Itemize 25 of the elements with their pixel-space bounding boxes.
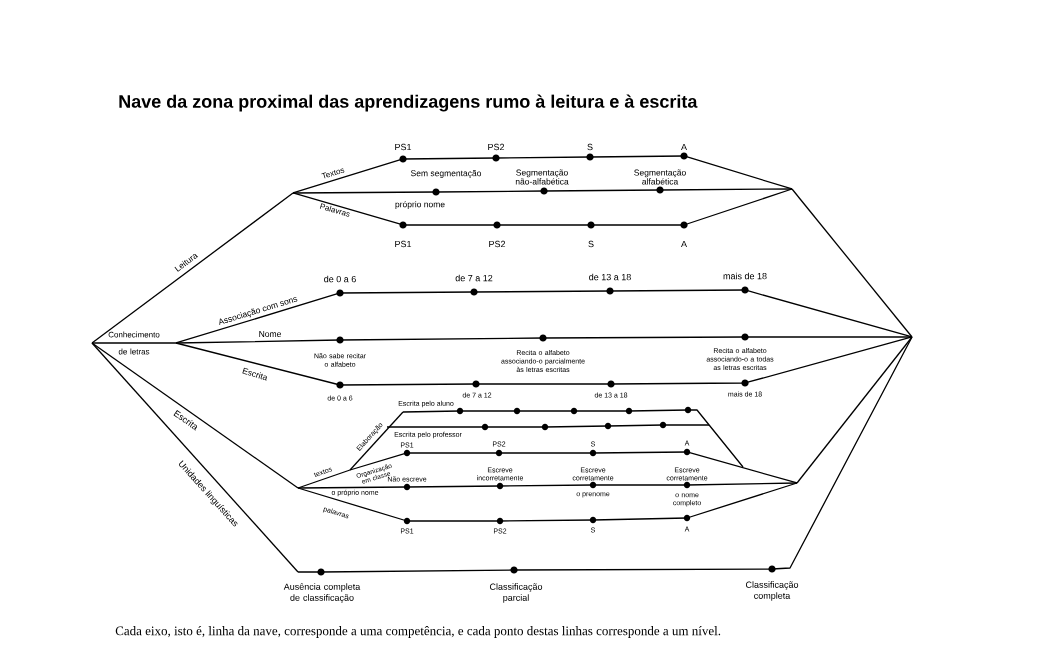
axis-label: S xyxy=(587,143,593,151)
axis-label: Classificação parcial xyxy=(489,583,543,603)
axis-label: próprio nome xyxy=(395,201,445,209)
axis-label: de 7 a 12 xyxy=(455,274,493,282)
axis-label: de 13 a 18 xyxy=(589,273,631,281)
axis-label: PS2 xyxy=(488,143,505,151)
axis-label: Sem segmentação xyxy=(410,170,482,178)
axis-label: PS1 xyxy=(395,240,412,248)
axis-label: Ausência completa de classificação xyxy=(283,583,361,603)
axis-label: Textos xyxy=(321,168,345,179)
axis-label: Classificação completa xyxy=(745,581,799,601)
axis-label: Segmentação não-alfabética xyxy=(515,169,569,185)
axis-label: Segmentação alfabética xyxy=(634,169,686,185)
axis-label: mais de 18 xyxy=(723,272,767,280)
axis-label: PS1 xyxy=(395,143,412,151)
axis-label: Escrita xyxy=(242,367,267,381)
axis-label: A xyxy=(681,240,687,248)
axis-label: de 0 a 6 xyxy=(324,275,356,283)
axis-label: PS2 xyxy=(489,240,506,248)
title: Nave da zona proximal das aprendizagens rumo à leitura e à escrita xyxy=(119,94,698,112)
axis-label: Nome xyxy=(259,331,281,337)
axis-label: Conhecimento de letras xyxy=(108,331,160,355)
caption: Cada eixo, isto é, linha da nave, corresponde a uma competência, e cada ponto destas linhas corresponde a um nível. xyxy=(115,626,721,638)
axis-label: S xyxy=(588,240,594,248)
axis-label: A xyxy=(681,143,687,151)
